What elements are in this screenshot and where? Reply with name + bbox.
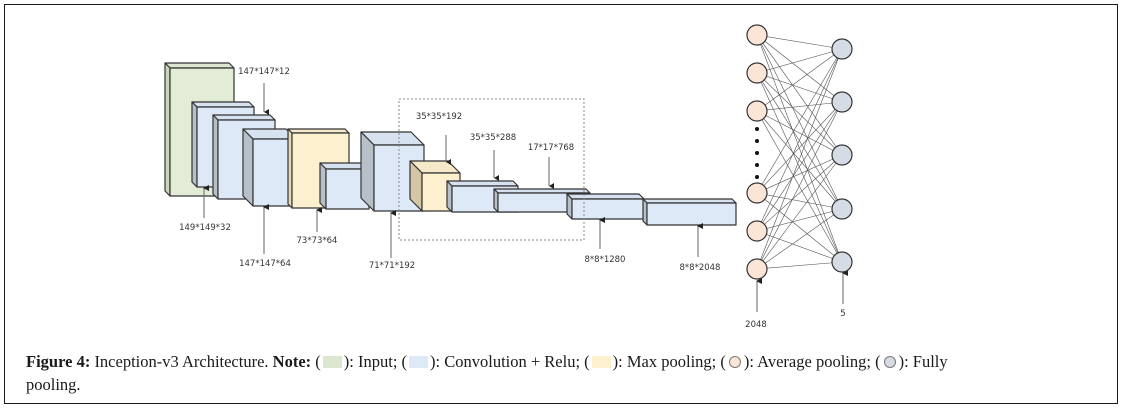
fc-neuron bbox=[831, 251, 853, 273]
nn-connection bbox=[756, 101, 843, 194]
nn-connection bbox=[756, 101, 843, 112]
layer-arrows bbox=[203, 83, 848, 312]
input-block-top bbox=[164, 62, 235, 69]
nn-connection bbox=[756, 34, 843, 50]
conv-block-8-top bbox=[566, 193, 645, 200]
nn-connection bbox=[756, 48, 843, 270]
avgpool-neuron bbox=[746, 182, 768, 204]
nn-connection bbox=[756, 154, 843, 270]
nn-connection bbox=[756, 48, 843, 112]
conv-block-6-side bbox=[446, 180, 453, 213]
nn-connection bbox=[756, 72, 843, 156]
nn-connection bbox=[756, 154, 843, 194]
nn-connection bbox=[756, 110, 843, 210]
layer-label-l1: 147*147*12 bbox=[238, 67, 290, 77]
ellipsis-dot bbox=[755, 127, 759, 131]
layer-label-l4: 73*73*64 bbox=[297, 236, 338, 246]
nn-connection bbox=[756, 230, 843, 263]
figure-label: Figure 4: bbox=[26, 352, 91, 371]
legend-swatch-fc bbox=[883, 356, 896, 368]
avgpool-neuron bbox=[746, 100, 768, 122]
nn-connection bbox=[756, 261, 843, 270]
nn-connection bbox=[756, 101, 843, 270]
nn-connection bbox=[756, 192, 843, 210]
ellipsis-dot bbox=[755, 139, 759, 143]
conv-block-8-front bbox=[571, 198, 645, 220]
layer-labels: 147*147*12 149*149*32 147*147*64 73*73*64 71… bbox=[179, 67, 720, 273]
conv-block-9 bbox=[642, 198, 737, 226]
inception-modules-dashed-box bbox=[398, 98, 585, 241]
conv-block-3-side bbox=[242, 128, 254, 207]
ellipsis-dot bbox=[755, 151, 759, 155]
legend-text-conv: ): Convolution + Relu; ( bbox=[430, 352, 590, 371]
legend-swatch-input bbox=[322, 356, 342, 368]
conv-block-1-side bbox=[191, 101, 198, 188]
nn-connection bbox=[756, 154, 843, 232]
fully-connected-network: 2048 5 bbox=[745, 24, 853, 330]
nn-output-label: 5 bbox=[840, 309, 845, 319]
conv-block-5-side bbox=[360, 131, 375, 212]
nn-connection bbox=[756, 48, 843, 194]
fc-neuron bbox=[831, 38, 853, 60]
avgpool-neuron bbox=[746, 220, 768, 242]
conv-block-8 bbox=[566, 193, 645, 220]
conv-block-9-front bbox=[646, 202, 737, 226]
nn-connection bbox=[756, 101, 843, 232]
legend-text-input: ): Input; ( bbox=[343, 352, 408, 371]
nn-connection bbox=[756, 72, 843, 263]
figure-title: Inception-v3 Architecture. bbox=[90, 352, 273, 371]
layer-blocks bbox=[164, 62, 737, 226]
nn-connection bbox=[756, 192, 843, 263]
nn-connection bbox=[756, 72, 843, 103]
nn-connection bbox=[756, 48, 843, 74]
input-block-side bbox=[164, 62, 171, 197]
legend-swatch-maxpool bbox=[591, 356, 611, 368]
layer-label-l3: 147*147*64 bbox=[239, 259, 291, 269]
conv-block-8-side bbox=[566, 193, 573, 220]
nn-connection bbox=[756, 208, 843, 270]
nn-connection bbox=[756, 72, 843, 210]
nn-connections bbox=[756, 34, 843, 270]
layer-label-l5: 71*71*192 bbox=[369, 261, 415, 271]
layer-label-l7: 35*35*288 bbox=[470, 133, 516, 143]
conv-block-6-top bbox=[446, 180, 519, 187]
figure-caption: Figure 4: Inception-v3 Architecture. Not… bbox=[26, 352, 948, 394]
caption-continuation: pooling. bbox=[26, 375, 81, 394]
conv-block-1-top bbox=[191, 101, 255, 108]
nn-connection bbox=[756, 208, 843, 232]
nn-connection bbox=[756, 34, 843, 210]
note-label: Note: bbox=[272, 352, 312, 371]
nn-input-label: 2048 bbox=[745, 320, 767, 330]
nn-connection bbox=[756, 34, 843, 156]
layer-label-l2: 149*149*32 bbox=[179, 223, 231, 233]
inception-v3-diagram: 147*147*12 149*149*32 147*147*64 73*73*64 71… bbox=[164, 24, 853, 330]
nn-connection bbox=[756, 110, 843, 156]
fc-neuron bbox=[831, 144, 853, 166]
layer-label-l6: 35*35*192 bbox=[416, 112, 462, 122]
ellipsis-dot bbox=[755, 163, 759, 167]
conv-block-2-top bbox=[212, 114, 276, 121]
fc-neuron bbox=[831, 91, 853, 113]
nn-connection bbox=[756, 34, 843, 263]
avgpool-neuron bbox=[746, 258, 768, 280]
legend-text-fc: ): Fully bbox=[898, 352, 948, 371]
layer-label-l8: 17*17*768 bbox=[528, 143, 574, 153]
avgpool-neuron bbox=[746, 24, 768, 46]
ellipsis-dot bbox=[755, 175, 759, 179]
layer-label-l9: 8*8*1280 bbox=[585, 255, 626, 265]
nn-connection bbox=[756, 48, 843, 232]
legend-swatch-avgpool bbox=[728, 356, 741, 368]
conv-block-2-side bbox=[212, 114, 219, 200]
legend-swatch-conv bbox=[409, 356, 429, 368]
legend-text-maxpool: ): Max pooling; ( bbox=[612, 352, 726, 371]
legend-text-avgpool: ): Average pooling; ( bbox=[743, 352, 881, 371]
avgpool-neuron bbox=[746, 62, 768, 84]
layer-label-l10: 8*8*2048 bbox=[680, 263, 721, 273]
conv-block-4-side bbox=[319, 162, 327, 210]
maxpool-block-2 bbox=[409, 160, 461, 212]
fc-neuron bbox=[831, 198, 853, 220]
nn-connection bbox=[756, 110, 843, 263]
nn-connection bbox=[756, 34, 843, 103]
